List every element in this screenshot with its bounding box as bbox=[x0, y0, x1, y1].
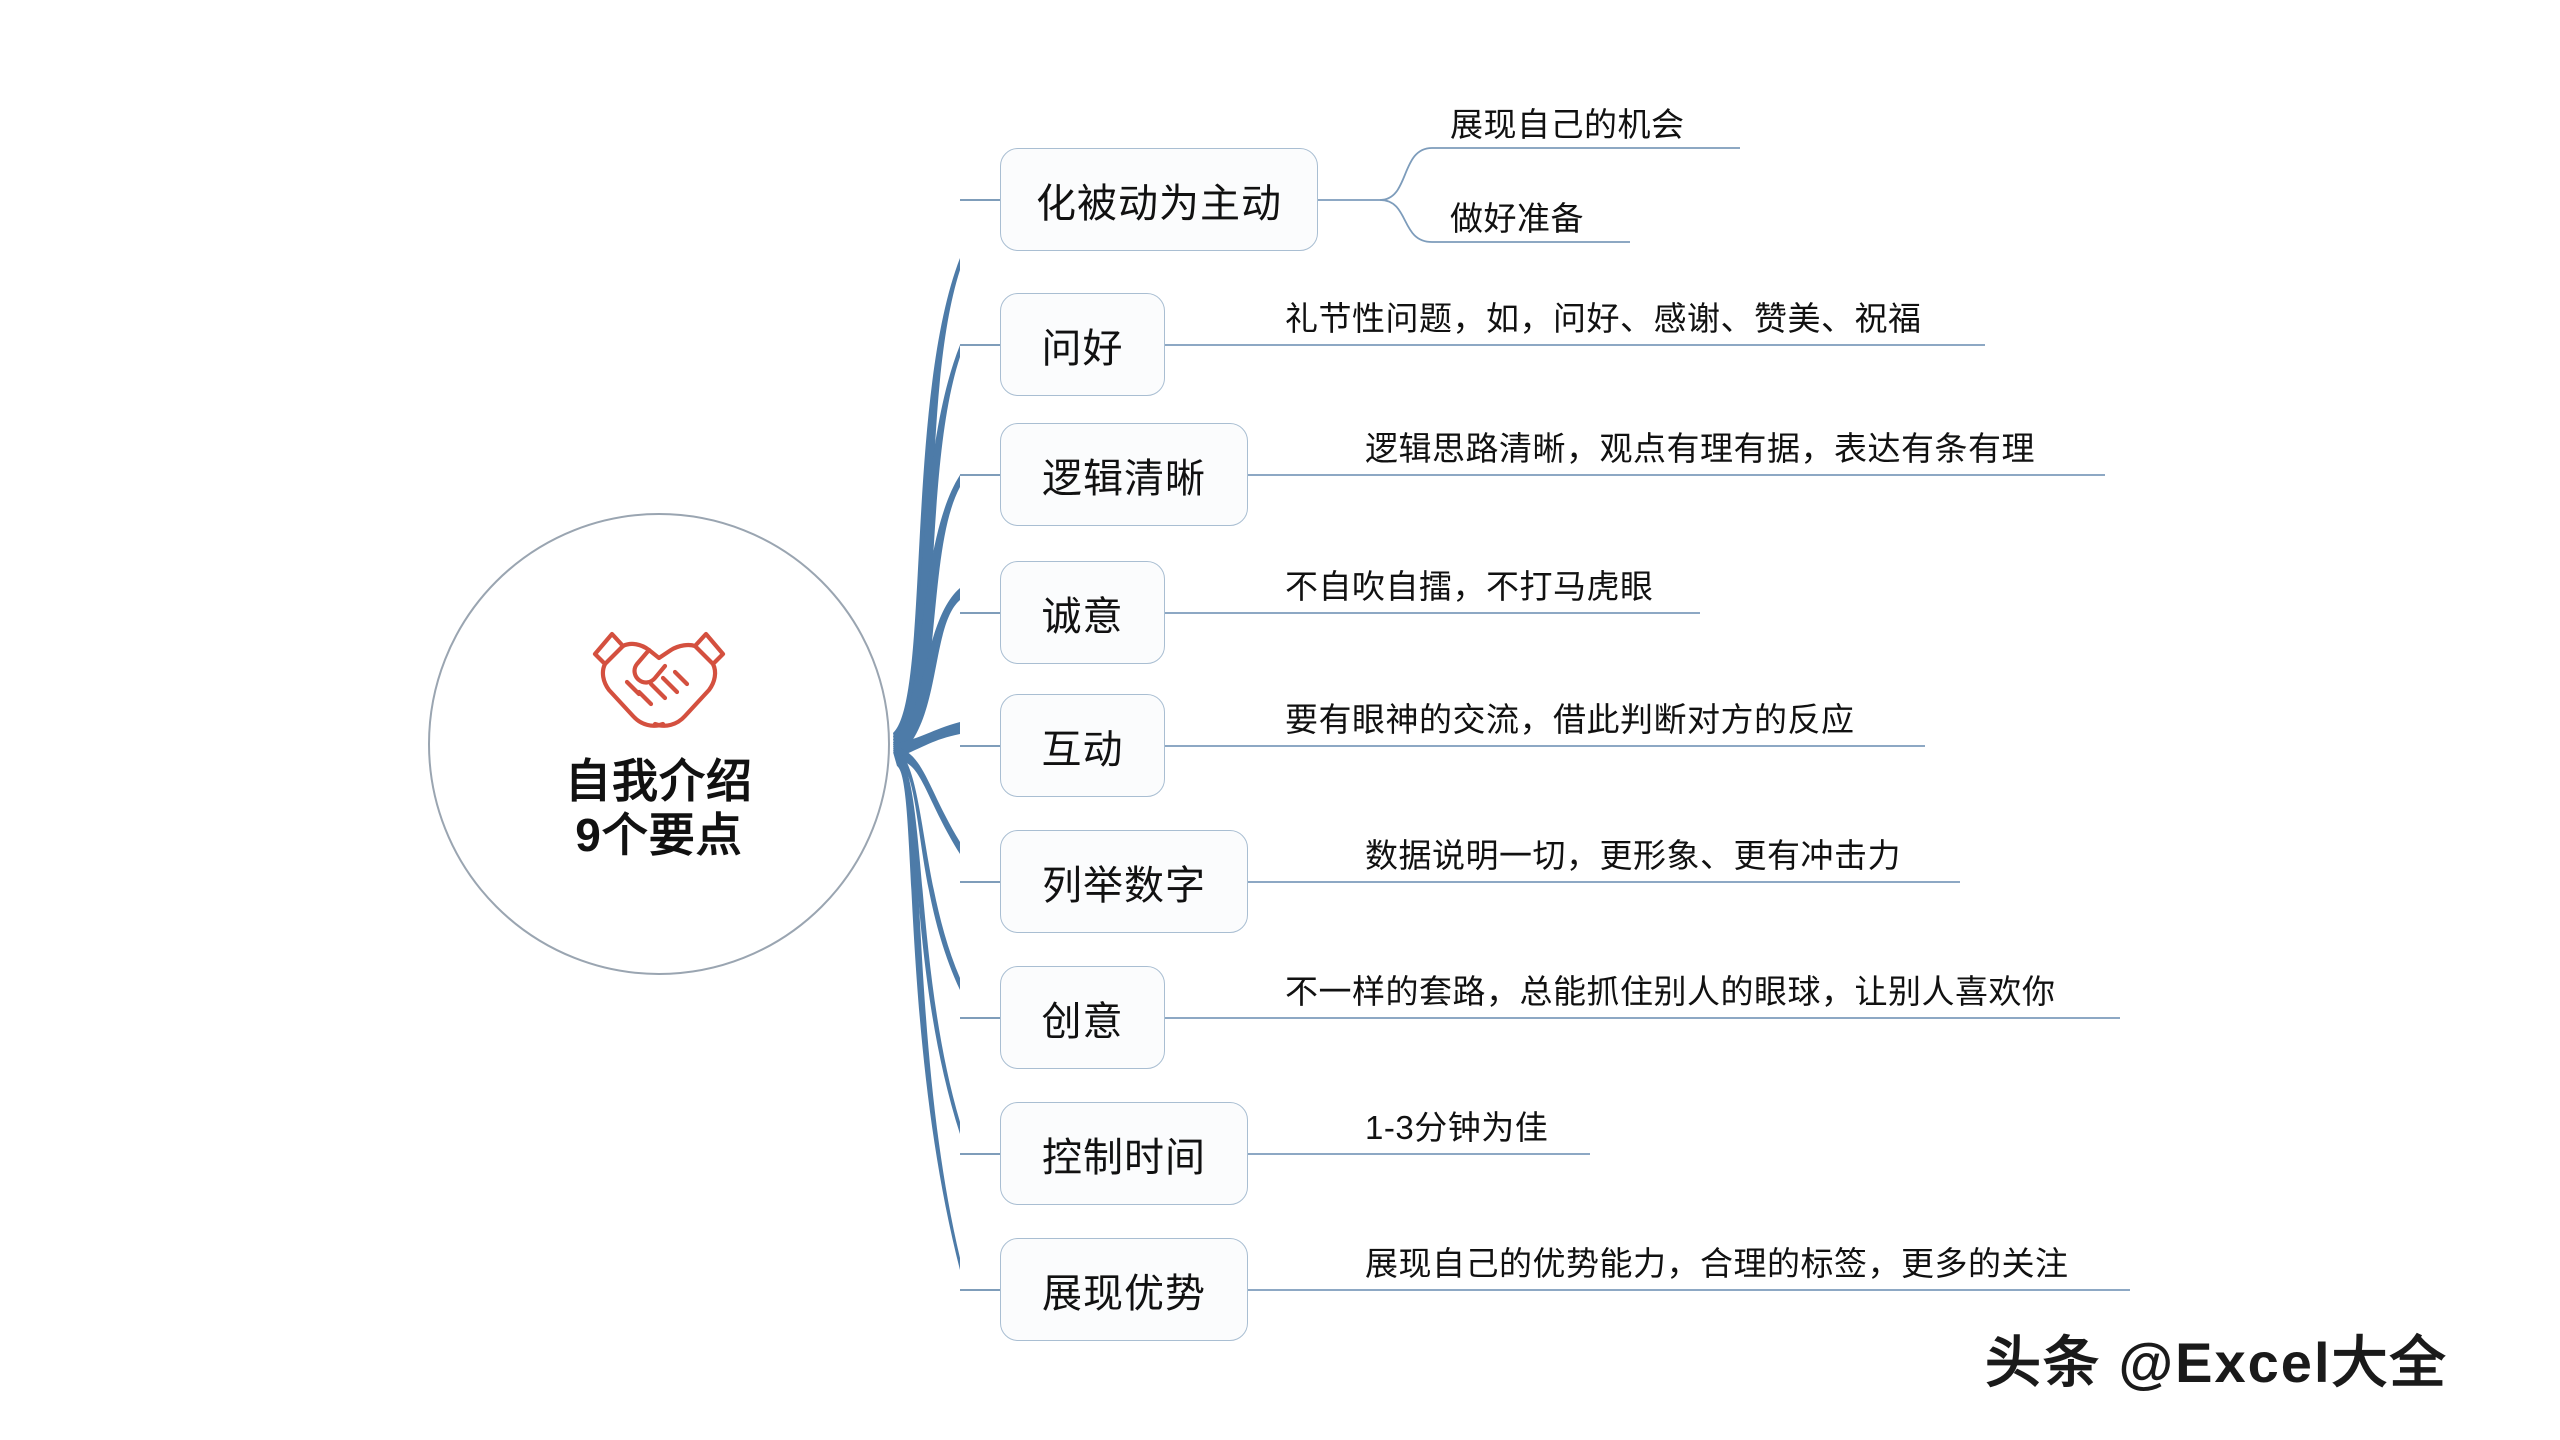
center-title-line1: 自我介绍 bbox=[565, 754, 753, 807]
leaf-text-1-1[interactable]: 展现自己的机会 bbox=[1450, 106, 1685, 143]
node-box-1[interactable]: 化被动为主动 bbox=[1000, 148, 1318, 251]
leaf-text-5-1[interactable]: 要有眼神的交流，借此判断对方的反应 bbox=[1285, 701, 1855, 738]
node-box-8[interactable]: 控制时间 bbox=[1000, 1102, 1248, 1205]
leaf-connectors bbox=[1165, 344, 2130, 1291]
center-title-line2: 9个要点 bbox=[575, 809, 743, 861]
leaf-text-3-1[interactable]: 逻辑思路清晰，观点有理有据，表达有条有理 bbox=[1365, 430, 2035, 467]
node-box-3[interactable]: 逻辑清晰 bbox=[1000, 423, 1248, 526]
node-box-4[interactable]: 诚意 bbox=[1000, 561, 1165, 664]
leaf-text-8-1[interactable]: 1-3分钟为佳 bbox=[1365, 1109, 1549, 1146]
leaf-text-4-1[interactable]: 不自吹自擂，不打马虎眼 bbox=[1285, 568, 1654, 605]
leaf-text-9-1[interactable]: 展现自己的优势能力，合理的标签，更多的关注 bbox=[1365, 1245, 2069, 1282]
center-node[interactable]: 自我介绍 9个要点 bbox=[428, 513, 890, 975]
main-branches bbox=[893, 258, 960, 1270]
leaf-connectors-node-1 bbox=[1318, 147, 1740, 243]
leaf-text-1-2[interactable]: 做好准备 bbox=[1450, 200, 1584, 237]
node-box-5[interactable]: 互动 bbox=[1000, 694, 1165, 797]
center-title: 自我介绍 9个要点 bbox=[565, 754, 753, 863]
node-connectors bbox=[960, 199, 1000, 1291]
leaf-text-7-1[interactable]: 不一样的套路，总能抓住别人的眼球，让别人喜欢你 bbox=[1285, 973, 2056, 1010]
node-box-9[interactable]: 展现优势 bbox=[1000, 1238, 1248, 1341]
node-box-6[interactable]: 列举数字 bbox=[1000, 830, 1248, 933]
leaf-text-6-1[interactable]: 数据说明一切，更形象、更有冲击力 bbox=[1365, 837, 1901, 874]
watermark: 头条 @Excel大全 bbox=[1985, 1331, 2448, 1394]
leaf-text-2-1[interactable]: 礼节性问题，如，问好、感谢、赞美、祝福 bbox=[1285, 300, 1922, 337]
node-box-2[interactable]: 问好 bbox=[1000, 293, 1165, 396]
node-box-7[interactable]: 创意 bbox=[1000, 966, 1165, 1069]
handshake-icon bbox=[592, 631, 726, 728]
